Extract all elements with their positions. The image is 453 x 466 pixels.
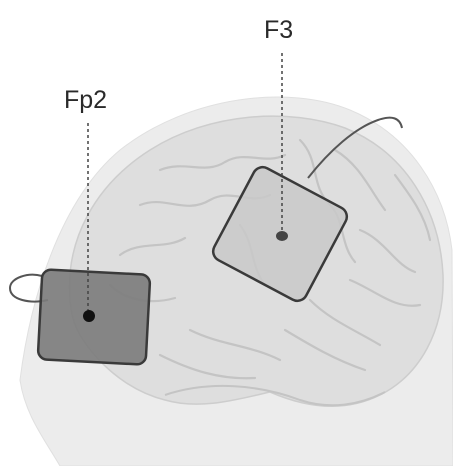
f3-center-dot — [276, 231, 288, 241]
f3-label: F3 — [264, 16, 293, 44]
fp2-center-dot — [83, 310, 95, 322]
fp2-label: Fp2 — [64, 86, 107, 114]
